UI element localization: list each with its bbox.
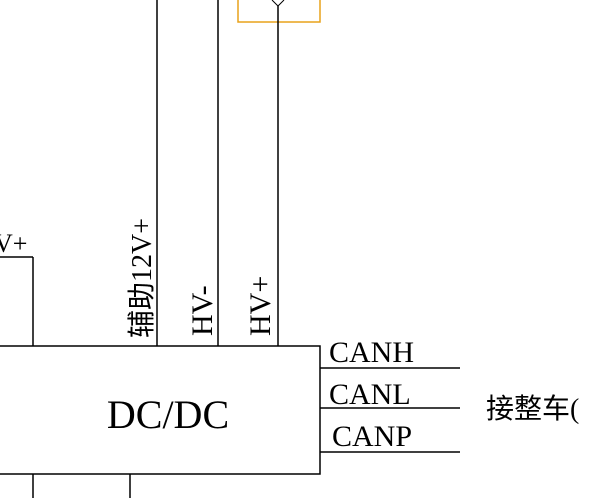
fuse-box [237, 0, 321, 23]
dcdc-box [0, 345, 321, 475]
canh-label: CANH [329, 336, 414, 369]
destination-label: 接整车( [486, 393, 579, 425]
canl-label: CANL [329, 378, 411, 411]
canp-label: CANP [332, 420, 412, 453]
dcdc-label: DC/DC [107, 392, 229, 437]
hv-plus-label: HV+ [244, 276, 277, 336]
fuse-box-marker [271, 0, 285, 7]
hv-minus-label: HV- [186, 285, 219, 336]
aux12v-label: 辅助12V+ [126, 218, 158, 338]
left-vplus-label: V+ [0, 229, 27, 258]
